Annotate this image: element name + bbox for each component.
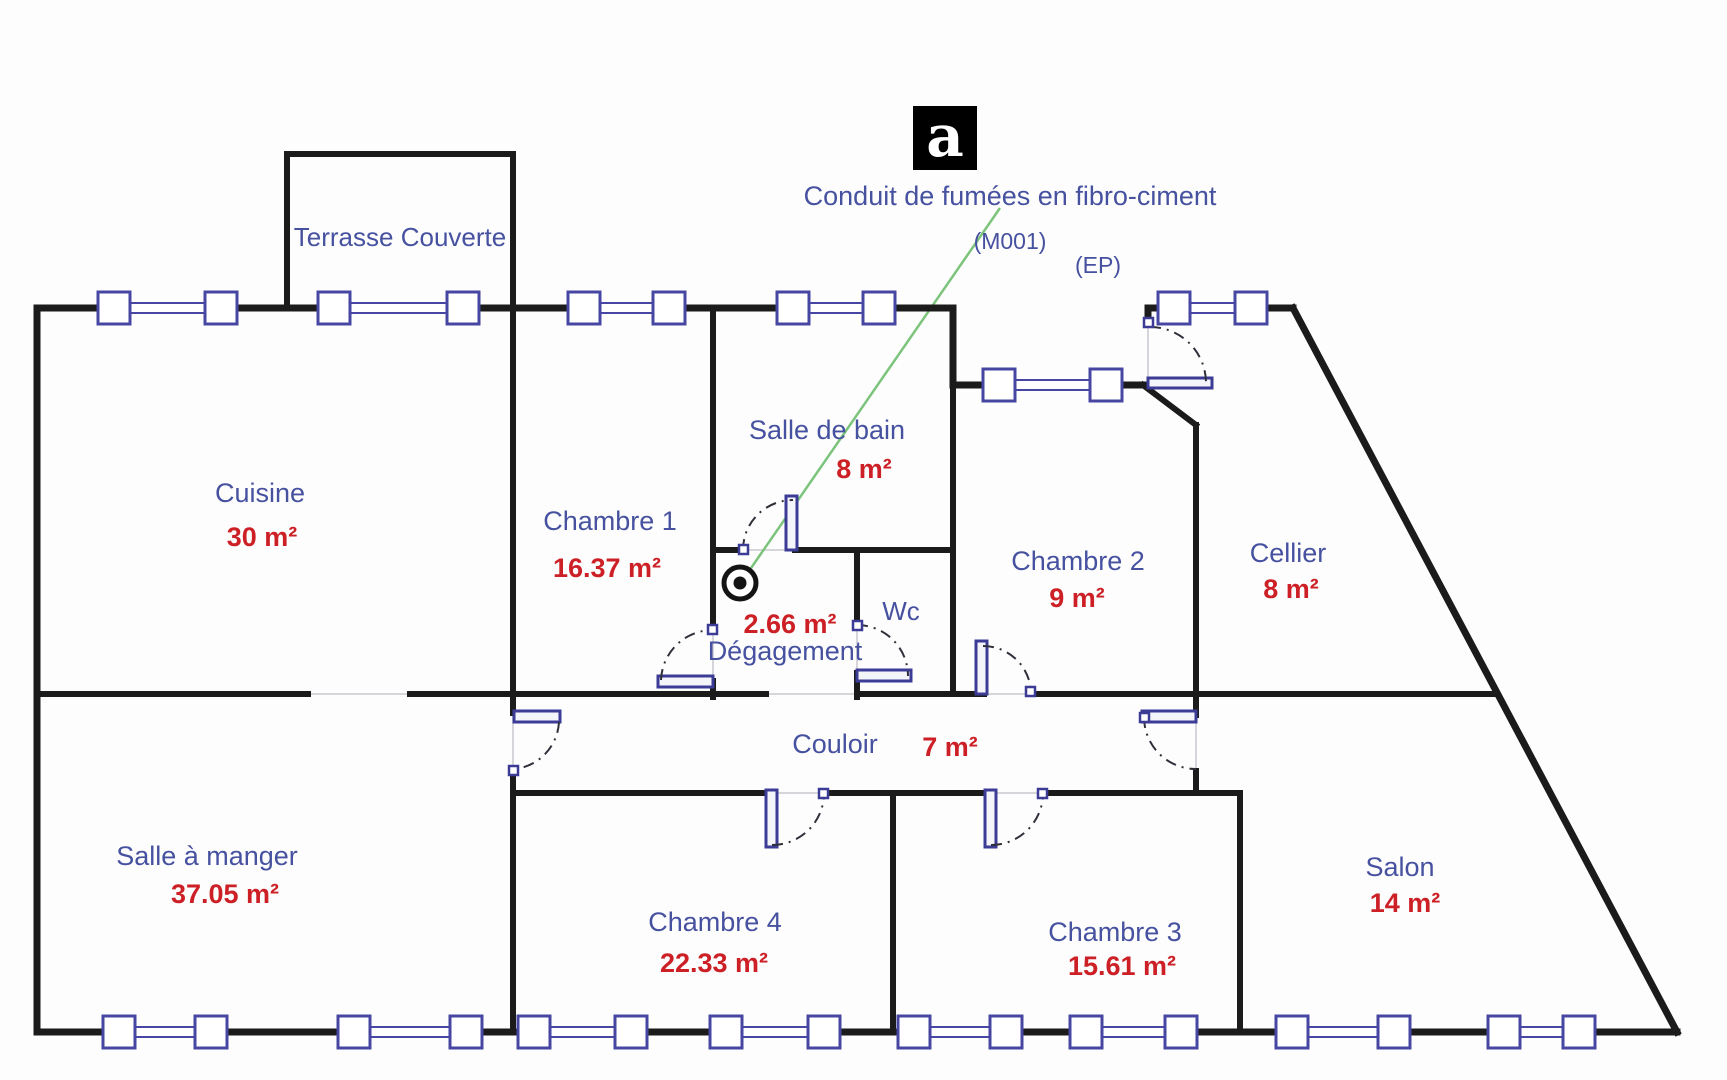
label-cuisine: Cuisine bbox=[215, 478, 305, 508]
label-cellier: Cellier bbox=[1250, 538, 1327, 568]
door bbox=[1138, 709, 1198, 770]
window bbox=[1274, 1014, 1412, 1050]
door bbox=[764, 787, 830, 849]
area-chambre4: 22.33 m² bbox=[660, 948, 768, 978]
annotation-logo bbox=[913, 106, 977, 170]
area-salle-a-manger: 37.05 m² bbox=[171, 879, 279, 909]
window bbox=[896, 1014, 1024, 1050]
door bbox=[983, 787, 1049, 849]
label-chambre3: Chambre 3 bbox=[1048, 917, 1182, 947]
label-terrasse: Terrasse Couverte bbox=[294, 222, 506, 252]
door bbox=[507, 709, 562, 777]
area-degagement: 2.66 m² bbox=[743, 609, 836, 639]
area-couloir: 7 m² bbox=[922, 732, 978, 762]
label-wc: Wc bbox=[882, 596, 920, 626]
label-chambre1: Chambre 1 bbox=[543, 506, 677, 536]
annotation-ref-m001: (M001) bbox=[974, 228, 1047, 254]
room-labels: Terrasse Couverte Cuisine 30 m² Chambre … bbox=[116, 222, 1440, 981]
window bbox=[336, 1014, 484, 1050]
annotation-logo-letter: a bbox=[926, 102, 964, 170]
window bbox=[96, 290, 239, 326]
door bbox=[656, 623, 719, 689]
annotation-ref-ep: (EP) bbox=[1075, 252, 1121, 278]
window bbox=[101, 1014, 229, 1050]
annotation-title: Conduit de fumées en fibro-ciment bbox=[804, 181, 1217, 211]
label-salle-a-manger: Salle à manger bbox=[116, 841, 298, 871]
label-chambre4: Chambre 4 bbox=[648, 907, 782, 937]
flue-conduit-symbol bbox=[721, 564, 759, 602]
label-salle-de-bain: Salle de bain bbox=[749, 415, 905, 445]
window bbox=[1486, 1014, 1597, 1050]
area-chambre3: 15.61 m² bbox=[1068, 951, 1176, 981]
window bbox=[1156, 290, 1269, 326]
terrace-walls bbox=[284, 151, 516, 311]
area-chambre1: 16.37 m² bbox=[553, 553, 661, 583]
door bbox=[974, 639, 1037, 698]
window bbox=[516, 1014, 649, 1050]
opening-guides bbox=[308, 324, 1197, 794]
window bbox=[708, 1014, 842, 1050]
label-degagement: Dégagement bbox=[708, 636, 863, 666]
door bbox=[737, 494, 799, 556]
window bbox=[775, 290, 897, 326]
window bbox=[1068, 1014, 1199, 1050]
window bbox=[981, 367, 1124, 403]
area-cellier: 8 m² bbox=[1263, 574, 1319, 604]
area-salon: 14 m² bbox=[1370, 888, 1441, 918]
label-couloir: Couloir bbox=[792, 729, 878, 759]
area-chambre2: 9 m² bbox=[1049, 583, 1105, 613]
area-salle-de-bain: 8 m² bbox=[836, 454, 892, 484]
area-cuisine: 30 m² bbox=[227, 522, 298, 552]
label-chambre2: Chambre 2 bbox=[1011, 546, 1145, 576]
annotation-block: a Conduit de fumées en fibro-ciment (M00… bbox=[804, 102, 1217, 278]
window bbox=[566, 290, 687, 326]
door bbox=[851, 619, 913, 683]
label-salon: Salon bbox=[1365, 852, 1434, 882]
door bbox=[1142, 316, 1214, 390]
window bbox=[316, 290, 481, 326]
interior-walls bbox=[34, 305, 1500, 1035]
